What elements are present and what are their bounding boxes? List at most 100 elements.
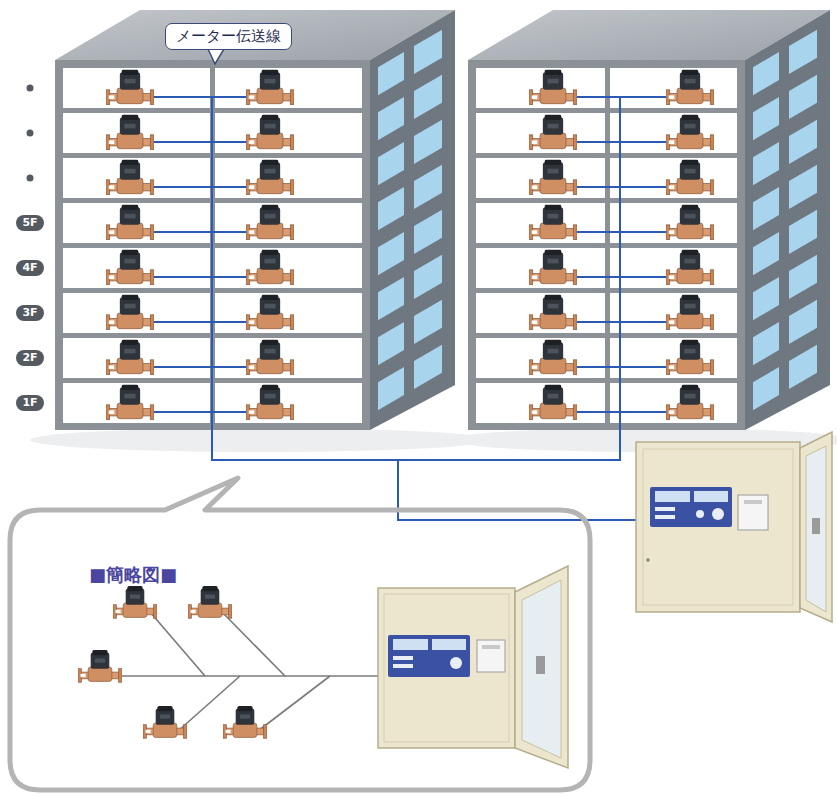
- window: [789, 165, 817, 209]
- cabinet-body: [378, 588, 515, 748]
- window: [753, 367, 779, 410]
- button-row: [655, 515, 675, 519]
- floor-cell: [215, 68, 362, 108]
- water-meter: [529, 160, 577, 195]
- floor-wire: [575, 366, 668, 368]
- floor-cell: [610, 293, 737, 333]
- water-meter: [666, 250, 714, 285]
- water-meters: [106, 70, 714, 420]
- door-handle: [812, 518, 820, 534]
- wire: [222, 612, 285, 676]
- cabinet-body: [636, 442, 800, 612]
- water-meter: [666, 115, 714, 150]
- floor-number: 1F: [22, 396, 37, 410]
- floor-cell: [63, 158, 210, 198]
- floor-cell: [215, 248, 362, 288]
- floor-cell: [476, 248, 605, 288]
- control-cabinet: [636, 432, 832, 622]
- printer: [738, 495, 768, 530]
- floor-wire: [150, 366, 250, 368]
- window: [378, 52, 404, 95]
- control-panel: [388, 635, 470, 677]
- window: [414, 165, 442, 209]
- window: [414, 300, 442, 344]
- button-row: [393, 664, 413, 668]
- ground-shadow: [30, 428, 490, 452]
- water-meter: [666, 205, 714, 240]
- floor-cell: [476, 383, 605, 423]
- window: [753, 232, 779, 275]
- water-meter: [666, 340, 714, 375]
- window: [414, 120, 442, 164]
- floor-cell: [215, 158, 362, 198]
- button-row: [393, 656, 413, 660]
- water-meter: [106, 205, 154, 240]
- floor-wire: [575, 231, 668, 233]
- door-handle: [536, 656, 545, 674]
- label-text: ■簡略図■: [89, 563, 177, 587]
- floor-cell: [63, 293, 210, 333]
- floor-wire: [150, 276, 250, 278]
- cabinet-door: [800, 432, 832, 622]
- window: [378, 187, 404, 230]
- wire-trunk: [212, 97, 620, 460]
- window: [414, 30, 442, 74]
- cabinet-door: [515, 566, 568, 768]
- window: [753, 187, 779, 230]
- water-meter: [246, 160, 294, 195]
- floor-cell: [215, 383, 362, 423]
- printer-slot: [744, 500, 762, 504]
- building-side: [745, 10, 830, 430]
- floor-cell: [610, 338, 737, 378]
- screw: [646, 558, 650, 562]
- floor-wire: [150, 321, 250, 323]
- floor-number: 3F: [22, 306, 37, 320]
- water-meter: [246, 70, 294, 105]
- floor-cell: [476, 158, 605, 198]
- water-meter: [113, 586, 157, 618]
- water-meter: [529, 115, 577, 150]
- floor-wire: [150, 231, 250, 233]
- window: [789, 30, 817, 74]
- floor-cell: [476, 113, 605, 153]
- display: [393, 639, 428, 650]
- window: [753, 322, 779, 365]
- floor-wire: [575, 276, 668, 278]
- window: [753, 142, 779, 185]
- floor-cell: [63, 113, 210, 153]
- wire: [178, 676, 240, 731]
- water-meter: [106, 115, 154, 150]
- bubble-outline: [5, 470, 595, 795]
- water-meter: [188, 586, 232, 618]
- water-meter: [666, 160, 714, 195]
- floor-cell: [63, 248, 210, 288]
- water-meter: [529, 205, 577, 240]
- dot: [27, 85, 34, 92]
- water-meter: [246, 295, 294, 330]
- water-meter: [246, 385, 294, 420]
- floor-label: 4F: [16, 260, 44, 276]
- cabinet-frame: [643, 449, 793, 605]
- floor-cell: [63, 68, 210, 108]
- button: [696, 510, 704, 518]
- window: [414, 75, 442, 119]
- floor-wire: [575, 411, 668, 413]
- window: [753, 277, 779, 320]
- meter-wire: [212, 97, 636, 520]
- floor-cell: [476, 293, 605, 333]
- printer-slot: [482, 645, 500, 649]
- floor-wire: [150, 141, 250, 143]
- water-meter: [666, 385, 714, 420]
- callout-bubble: ■簡略図■: [5, 470, 595, 795]
- window: [789, 210, 817, 254]
- floor-label: 5F: [16, 215, 44, 231]
- cabinet-frame: [384, 594, 509, 742]
- printer: [477, 640, 505, 672]
- building-side: [370, 10, 455, 430]
- floor-wire: [150, 96, 250, 98]
- window: [789, 255, 817, 299]
- water-meter: [106, 295, 154, 330]
